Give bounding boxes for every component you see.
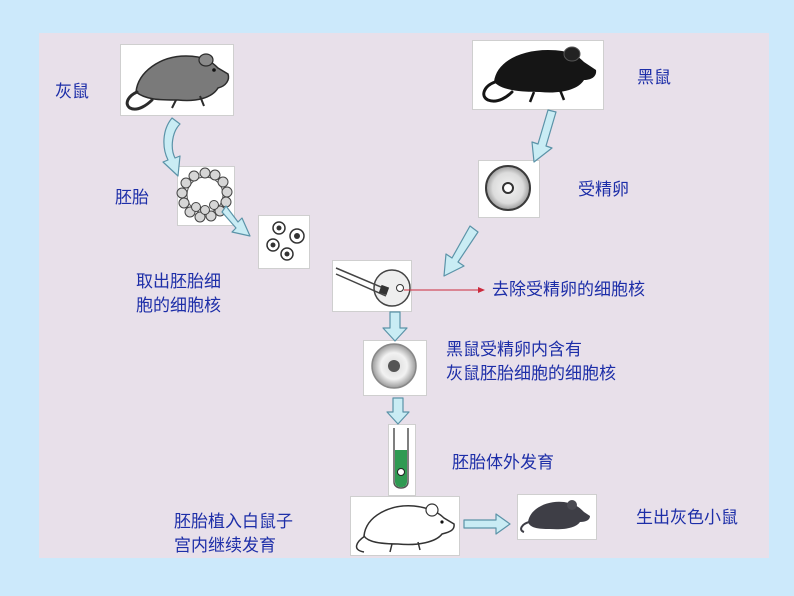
label-reconstructed-egg: 黑鼠受精卵内含有 灰鼠胚胎细胞的细胞核 bbox=[446, 338, 676, 386]
test-tube-icon bbox=[393, 428, 409, 489]
embryo-icon bbox=[176, 167, 233, 223]
label-in-vitro: 胚胎体外发育 bbox=[452, 453, 554, 473]
grey-mouse-icon bbox=[125, 53, 230, 111]
arrow-black-mouse-to-egg bbox=[531, 109, 557, 163]
label-grey-mouse: 灰鼠 bbox=[55, 82, 89, 102]
embryo-cells-icon bbox=[266, 221, 305, 261]
label-offspring: 生出灰色小鼠 bbox=[636, 508, 738, 528]
arrow-reconstructed-to-tube bbox=[386, 397, 410, 425]
label-black-mouse: 黑鼠 bbox=[637, 68, 671, 88]
arrow-embryo-to-cells bbox=[221, 205, 251, 237]
label-reconstructed-egg-line1: 黑鼠受精卵内含有 bbox=[446, 340, 582, 360]
white-mouse-icon bbox=[355, 503, 455, 553]
nucleus-pointer bbox=[404, 287, 485, 293]
arrow-egg-to-enucleation bbox=[443, 225, 479, 277]
label-implant-line2: 宫内继续发育 bbox=[174, 536, 276, 556]
black-mouse-icon bbox=[482, 46, 597, 103]
small-mouse-icon bbox=[520, 500, 590, 533]
label-implant-line1: 胚胎植入白鼠子 bbox=[174, 512, 293, 532]
label-extract-nucleus-line1: 取出胚胎细 bbox=[136, 272, 221, 292]
label-extract-nucleus: 取出胚胎细 胞的细胞核 bbox=[136, 270, 256, 318]
label-remove-nucleus: 去除受精卵的细胞核 bbox=[492, 280, 645, 300]
arrow-mouse-to-embryo bbox=[162, 117, 181, 177]
arrow-to-offspring bbox=[463, 513, 511, 535]
label-fertilized-egg: 受精卵 bbox=[578, 180, 629, 200]
label-reconstructed-egg-line2: 灰鼠胚胎细胞的细胞核 bbox=[446, 364, 616, 384]
label-extract-nucleus-line2: 胞的细胞核 bbox=[136, 296, 221, 316]
reconstructed-egg-icon bbox=[371, 343, 417, 389]
label-embryo: 胚胎 bbox=[115, 188, 149, 208]
enucleation-icon bbox=[335, 267, 411, 307]
arrow-enucleation-to-reconstructed bbox=[382, 311, 408, 342]
label-implant: 胚胎植入白鼠子 宫内继续发育 bbox=[174, 510, 324, 558]
fertilized-egg-icon bbox=[485, 165, 531, 211]
